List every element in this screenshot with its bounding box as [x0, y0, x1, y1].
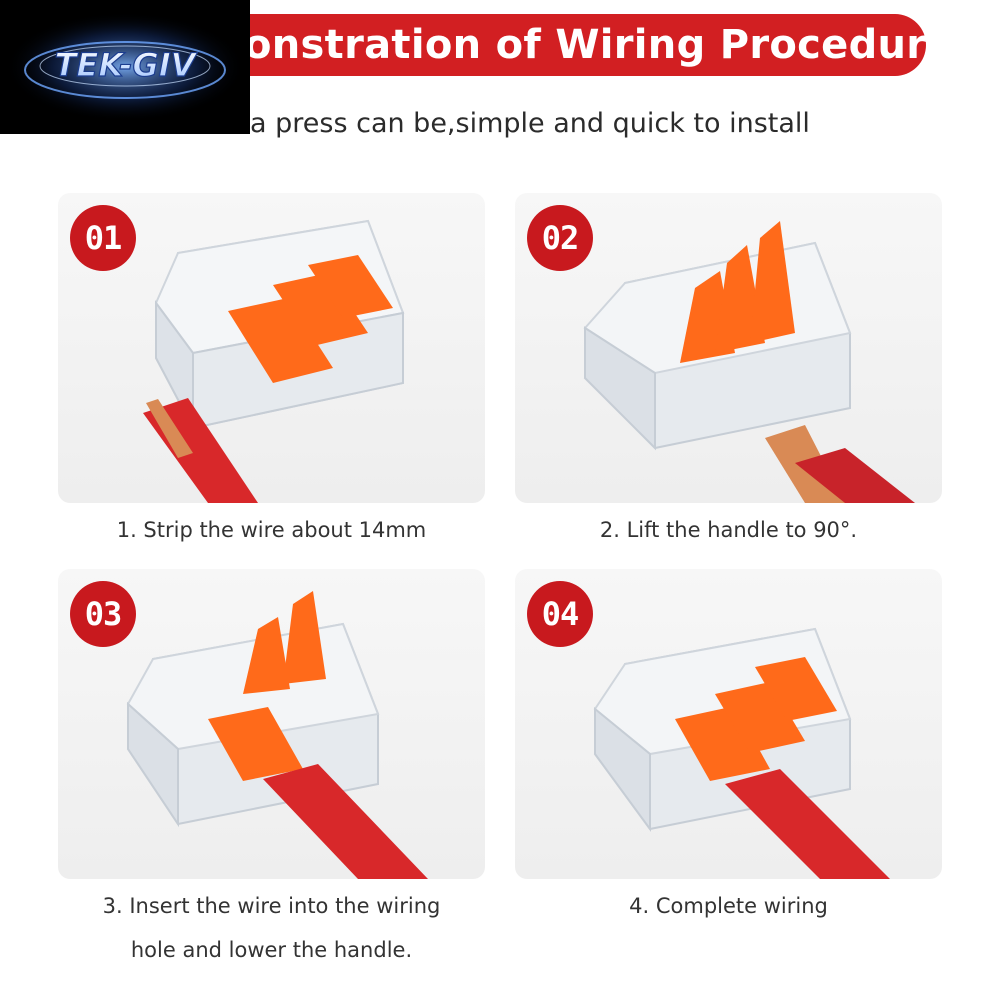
step-2-caption: 2. Lift the handle to 90°. [599, 518, 858, 542]
step-2-panel: 02 [515, 193, 942, 503]
step-1-badge: 01 [70, 205, 136, 271]
step-3-caption: 3. Insert the wire into the wiring hole … [58, 884, 485, 972]
step-2-badge: 02 [527, 205, 593, 271]
step-4-panel: 04 [515, 569, 942, 879]
logo-text: TEK-GIV [55, 46, 198, 84]
step-3-badge: 03 [70, 581, 136, 647]
step-3-caption-line-1: 3. Insert the wire into the wiring [102, 894, 441, 918]
step-3-panel: 03 [58, 569, 485, 879]
page-title: onstration of Wiring Procedure [244, 22, 954, 68]
step-4-caption: 4. Complete wiring [629, 894, 828, 918]
step-1-illustration [143, 219, 405, 503]
step-4-badge: 04 [527, 581, 593, 647]
step-3-illustration [126, 591, 428, 879]
step-3-caption-line-2: hole and lower the handle. [130, 938, 413, 962]
step-4-illustration [593, 627, 890, 879]
brand-logo-graphic: TEK-GIV [5, 12, 245, 122]
title-banner: onstration of Wiring Procedure [200, 14, 953, 76]
step-2-illustration [583, 221, 915, 503]
brand-logo: TEK-GIV [0, 0, 250, 134]
step-1-panel: 01 [58, 193, 485, 503]
step-1-caption: 1. Strip the wire about 14mm [116, 518, 427, 542]
subtitle: a press can be,simple and quick to insta… [250, 108, 810, 139]
